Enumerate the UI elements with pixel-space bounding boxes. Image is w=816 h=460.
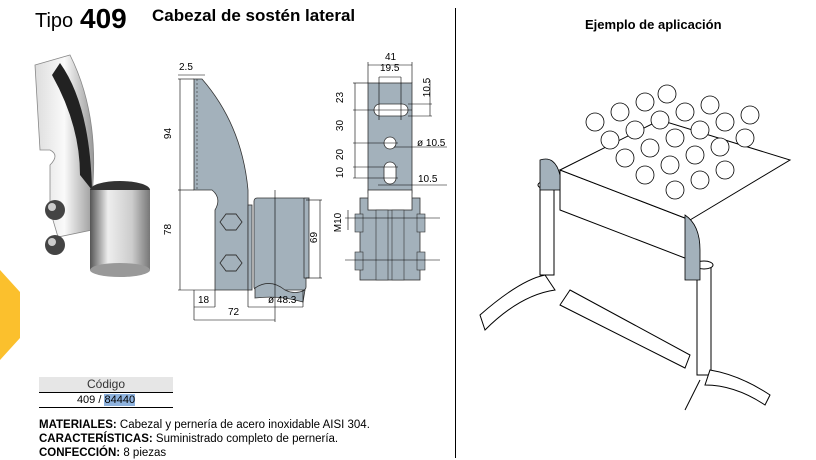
dim-front-m10: M10 (333, 212, 345, 233)
yellow-hexagon-accent (0, 270, 20, 360)
codigo-prefix: 409 / (76, 394, 105, 406)
side-view-drawing (178, 74, 322, 322)
dim-side-94: 94 (163, 127, 175, 140)
spec-text: Suministrado completo de pernería. (152, 433, 339, 445)
dim-front-23: 23 (335, 91, 347, 104)
dim-front-30: 30 (335, 119, 347, 132)
spec-label: MATERIALES: (39, 419, 117, 431)
dim-front-10-5-top: 10.5 (422, 77, 434, 98)
dim-side-72: 72 (228, 307, 240, 318)
front-view-drawing (345, 62, 447, 281)
spec-caracteristicas: CARACTERÍSTICAS: Suministrado completo d… (39, 432, 338, 446)
dim-side-2-5: 2.5 (179, 62, 193, 73)
dim-side-78: 78 (163, 223, 175, 236)
spec-confeccion: CONFECCIÓN: 8 piezas (39, 446, 166, 460)
dim-front-20: 20 (335, 148, 347, 161)
dim-front-10: 10 (335, 166, 347, 179)
spec-text: Cabezal y pernería de acero inoxidable A… (116, 419, 370, 431)
codigo-selected-text[interactable]: 84440 (104, 394, 136, 406)
dim-front-41: 41 (385, 52, 397, 63)
tipo-number: 409 (80, 3, 127, 34)
dim-side-18: 18 (198, 295, 210, 306)
dim-front-dia-10-5: ø 10.5 (417, 138, 446, 149)
codigo-header: Código (39, 377, 173, 393)
spec-text: 8 piezas (120, 447, 167, 459)
dim-front-19-5: 19.5 (380, 63, 400, 74)
dim-side-48-3: ø 48.3 (268, 295, 297, 306)
dim-front-10-5-bottom: 10.5 (418, 174, 438, 185)
dim-side-69: 69 (309, 231, 321, 244)
tipo-label: Tipo (35, 10, 74, 32)
application-title: Ejemplo de aplicación (585, 17, 722, 32)
page-title: Cabezal de sostén lateral (152, 6, 356, 25)
product-photo (34, 54, 150, 277)
spec-label: CONFECCIÓN: (39, 447, 121, 459)
codigo-value[interactable]: 409 / 84440 (39, 393, 173, 408)
spec-label: CARACTERÍSTICAS: (39, 433, 153, 445)
spec-materiales: MATERIALES: Cabezal y pernería de acero … (39, 418, 370, 432)
application-illustration (479, 84, 792, 411)
column-divider (455, 8, 456, 458)
